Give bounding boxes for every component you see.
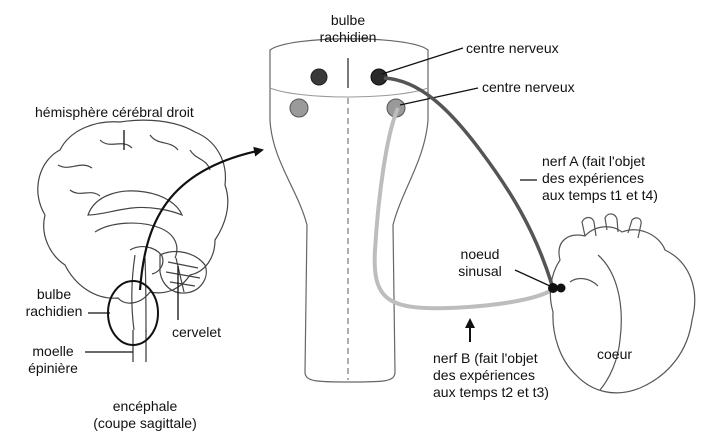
label-bulbe-top: bulbe rachidien	[305, 12, 391, 46]
label-centre-nerveux-1: centre nerveux	[466, 40, 559, 57]
label-nerf-a-line3: aux temps t1 et t4)	[542, 187, 658, 204]
centre-left-light	[290, 99, 308, 117]
label-noeud-sinusal: noeud sinusal	[448, 246, 512, 280]
label-nerf-a-line2: des expériences	[542, 170, 658, 187]
heart-drawing	[550, 214, 694, 393]
label-cervelet: cervelet	[172, 324, 221, 341]
label-encephale: encéphale (coupe sagittale)	[75, 398, 215, 432]
label-bulbe-left: bulbe rachidien	[20, 286, 88, 320]
noeud-sinusal-dot-2	[557, 284, 566, 293]
label-moelle-line1: moelle	[22, 343, 84, 360]
label-nerf-b-line1: nerf B (fait l'objet	[433, 350, 549, 367]
label-bulbe-top-line2: rachidien	[305, 29, 391, 46]
label-centre-nerveux-2: centre nerveux	[482, 79, 575, 96]
label-hemisphere: hémisphère cérébral droit	[35, 104, 194, 121]
label-noeud-line1: noeud	[448, 246, 512, 263]
label-coeur: coeur	[597, 346, 632, 363]
label-nerf-a-line1: nerf A (fait l'objet	[542, 153, 658, 170]
medulla-outline	[270, 39, 428, 382]
centre-left-dark	[311, 69, 327, 85]
label-bulbe-left-line1: bulbe	[20, 286, 88, 303]
label-encephale-line2: (coupe sagittale)	[75, 415, 215, 432]
label-nerf-b-line3: aux temps t2 et t3)	[433, 384, 549, 401]
zoom-arrow	[140, 150, 262, 290]
label-nerf-b: nerf B (fait l'objet des expériences aux…	[433, 350, 549, 401]
label-nerf-b-line2: des expériences	[433, 367, 549, 384]
label-moelle: moelle épinière	[22, 343, 84, 377]
label-bulbe-left-line2: rachidien	[20, 303, 88, 320]
label-encephale-line1: encéphale	[75, 398, 215, 415]
label-nerf-a: nerf A (fait l'objet des expériences aux…	[542, 153, 658, 204]
leader-noeud	[515, 270, 550, 286]
label-bulbe-top-line1: bulbe	[305, 12, 391, 29]
label-moelle-line2: épinière	[22, 360, 84, 377]
label-noeud-line2: sinusal	[448, 263, 512, 280]
